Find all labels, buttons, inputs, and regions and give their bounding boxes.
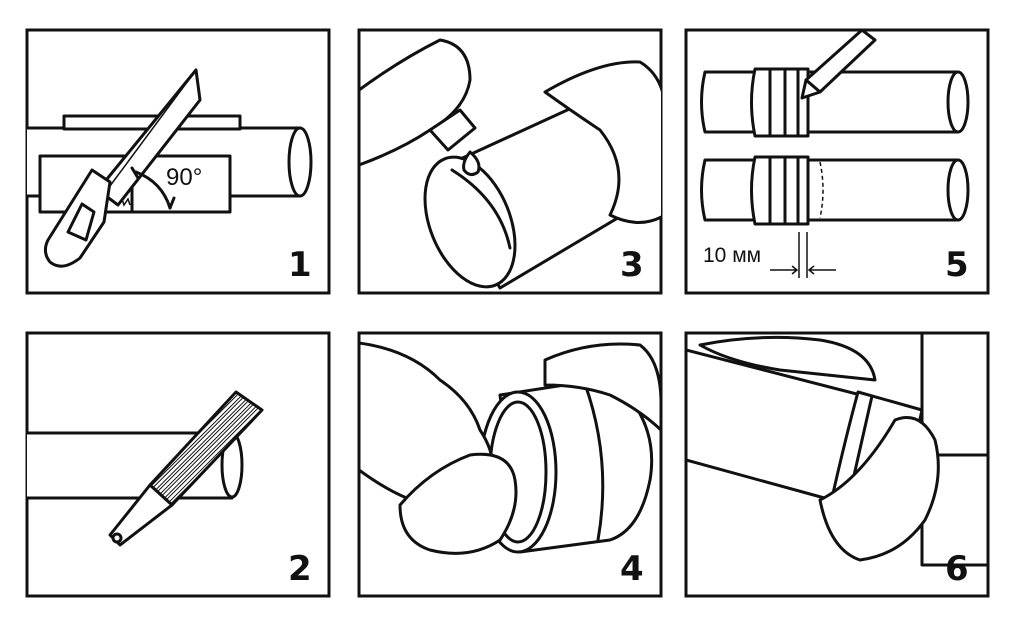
- step-number: 1: [288, 245, 312, 285]
- pipe-upper: [700, 67, 970, 138]
- pipe-lower: [700, 155, 970, 226]
- step-3-panel: 3: [357, 28, 663, 295]
- seal-ring-hand: [398, 452, 518, 555]
- step-number: 6: [945, 549, 969, 589]
- droplet-icon: [462, 150, 481, 177]
- file-tool: [108, 390, 264, 547]
- lubricant-tube: [428, 108, 477, 152]
- top-hand: [698, 335, 877, 382]
- angle-arc: [134, 170, 172, 210]
- step-number: 4: [620, 549, 644, 589]
- dimension-marker: [770, 232, 836, 278]
- dimension-label: 10 мм: [703, 244, 761, 267]
- bottom-hand: [818, 416, 940, 562]
- right-hand: [543, 60, 661, 224]
- left-hand: [359, 38, 472, 167]
- hacksaw: [43, 68, 202, 268]
- step-1-panel: 90° 1: [25, 28, 331, 295]
- step-4-panel: 4: [357, 331, 663, 598]
- angle-label: 90°: [166, 164, 202, 191]
- step-2-panel: 2: [25, 331, 331, 598]
- step-number: 2: [288, 549, 312, 589]
- step-number: 5: [945, 245, 969, 285]
- step-number: 3: [620, 245, 644, 285]
- right-hand: [543, 342, 661, 432]
- step-5-panel: 10 мм 5: [684, 28, 990, 295]
- step-6-panel: 6: [684, 331, 990, 598]
